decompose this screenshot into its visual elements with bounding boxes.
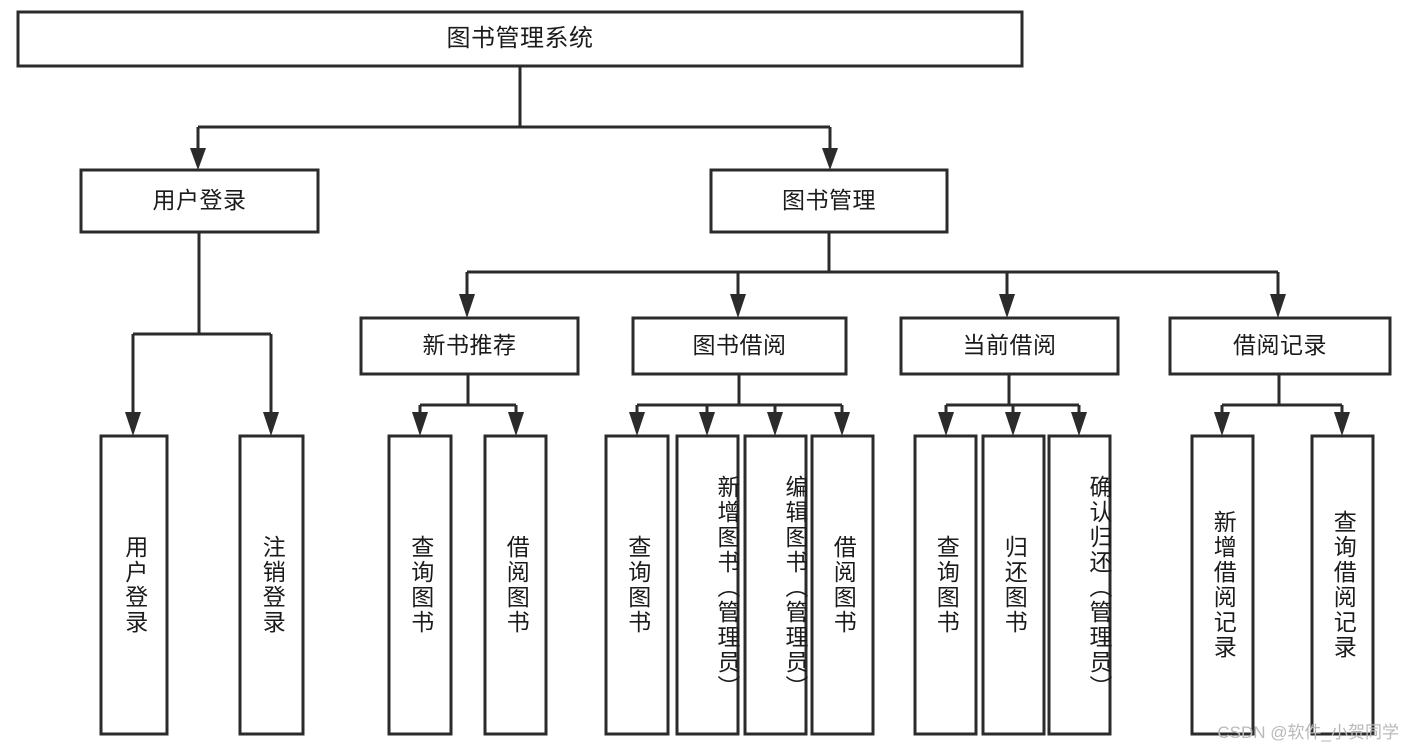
node-user-login-box[interactable] (79, 168, 320, 234)
connector-userlogin-to-leaves (125, 232, 279, 436)
leaf-box-query-borrow-record[interactable] (1310, 434, 1375, 736)
node-borrow-record-box[interactable] (1168, 316, 1392, 376)
leaf-box-borrow-book-2[interactable] (810, 434, 875, 736)
leaf-box-logout[interactable] (238, 434, 305, 736)
node-root-box[interactable] (16, 10, 1024, 68)
leaf-box-add-borrow-record[interactable] (1190, 434, 1255, 736)
node-new-book-recommend-box[interactable] (359, 316, 580, 376)
leaf-box-query-book-2[interactable] (604, 434, 670, 736)
node-current-borrow-box[interactable] (899, 316, 1120, 376)
connector-bookmgmt-to-level3 (459, 232, 1286, 318)
connector-bookborrow-to-leaves (629, 374, 850, 436)
node-book-borrow-box[interactable] (631, 316, 848, 376)
leaf-box-edit-book[interactable] (743, 434, 808, 736)
leaf-box-return-book[interactable] (981, 434, 1046, 736)
connector-borrowrecord-to-leaves (1214, 374, 1350, 436)
connector-currentborrow-to-leaves (938, 374, 1087, 436)
leaf-box-confirm-return[interactable] (1047, 434, 1112, 736)
leaf-box-query-book-3[interactable] (913, 434, 978, 736)
watermark-text: CSDN @软件_小贺同学 (1217, 723, 1399, 742)
connector-newbook-to-leaves (412, 374, 524, 436)
leaf-box-add-book[interactable] (675, 434, 740, 736)
node-book-management-box[interactable] (709, 168, 949, 234)
connector-root-to-level2 (190, 66, 838, 170)
leaf-box-user-login[interactable] (99, 434, 169, 736)
leaf-box-borrow-book-1[interactable] (483, 434, 548, 736)
leaf-box-query-book-1[interactable] (387, 434, 453, 736)
